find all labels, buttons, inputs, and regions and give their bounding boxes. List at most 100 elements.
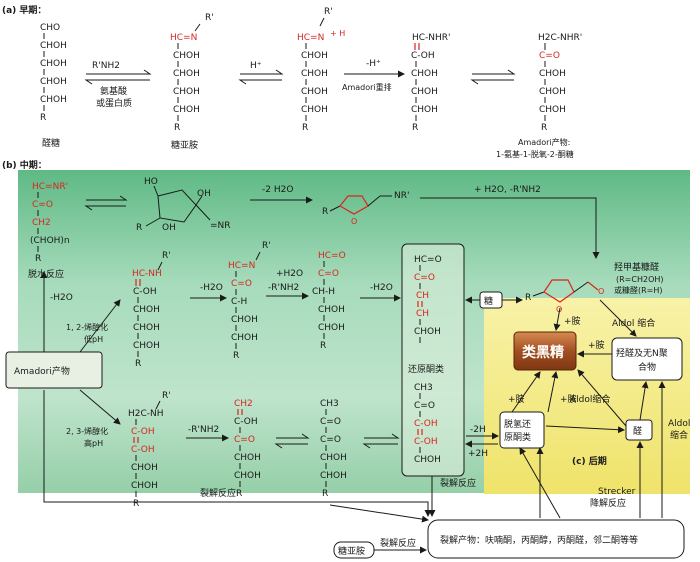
svg-text:C=O: C=O bbox=[320, 417, 341, 427]
amadori-product-structure: H2C-NHR' C=O CHOH CHOH CHOH R bbox=[538, 33, 582, 133]
cyclic-intermediate-structure: HO OH =NR OH R bbox=[136, 177, 231, 233]
svg-text:R: R bbox=[174, 123, 180, 133]
svg-text:R: R bbox=[135, 359, 141, 369]
aldose-structure: CHO CHOH CHOH CHOH CHOH R bbox=[40, 23, 67, 123]
svg-text:CHOH: CHOH bbox=[133, 305, 160, 315]
plus-amine-aldehyde: +胺 bbox=[560, 393, 577, 405]
svg-text:R': R' bbox=[162, 391, 171, 401]
svg-text:R: R bbox=[541, 123, 547, 133]
aldol-polymers-box bbox=[611, 337, 683, 381]
enolisation-12-label: 1, 2-烯醇化 bbox=[66, 322, 108, 332]
svg-text:原酮类: 原酮类 bbox=[504, 431, 531, 443]
svg-text:HO: HO bbox=[144, 177, 158, 187]
schiff-base-structure: HC=NR' C=O CH2 (CHOH)n R bbox=[30, 182, 70, 264]
svg-text:CHOH: CHOH bbox=[539, 69, 566, 79]
plus-amine-hmf: +胺 bbox=[564, 315, 581, 327]
svg-text:CHOH: CHOH bbox=[231, 333, 258, 343]
svg-text:R': R' bbox=[262, 241, 271, 251]
svg-text:OH: OH bbox=[162, 223, 176, 233]
svg-text:CHOH: CHOH bbox=[539, 87, 566, 97]
svg-text:H2C-NHR': H2C-NHR' bbox=[538, 33, 582, 43]
amadori-product-label-1: Amadori产物: bbox=[518, 137, 570, 147]
svg-text:CHOH: CHOH bbox=[318, 323, 345, 333]
svg-text:R: R bbox=[40, 113, 46, 123]
svg-text:HC=NR': HC=NR' bbox=[32, 182, 68, 192]
plus-2h-label: +2H bbox=[468, 449, 488, 459]
svg-text:醛: 醛 bbox=[633, 425, 642, 437]
svg-text:CH3: CH3 bbox=[414, 383, 433, 393]
svg-text:CHOH: CHOH bbox=[301, 69, 328, 79]
svg-text:R: R bbox=[35, 254, 41, 264]
methyl-dicarbonyl-structure: CH3 C=O C=O CHOH CHOH R bbox=[320, 399, 347, 499]
svg-text:CHOH: CHOH bbox=[411, 69, 438, 79]
amino-acid-note: 氨基酸 bbox=[100, 85, 127, 97]
dehydration-label: 脱水反应 bbox=[28, 268, 64, 280]
minus-amine-23: -R'NH2 bbox=[188, 425, 219, 435]
enolisation-23-label: 2, 3-烯醇化 bbox=[66, 426, 108, 436]
svg-text:糖: 糖 bbox=[484, 295, 493, 307]
late-stage-title: (c) 后期 bbox=[572, 455, 607, 467]
plus-amine-dehydro: +胺 bbox=[508, 393, 525, 405]
minus-2h2o-label: -2 H2O bbox=[262, 185, 293, 195]
reagent-amine: R'NH2 bbox=[92, 61, 120, 71]
svg-text:OH: OH bbox=[197, 189, 211, 199]
svg-text:C-OH: C-OH bbox=[131, 427, 155, 437]
svg-text:羟醛及无N聚: 羟醛及无N聚 bbox=[616, 347, 668, 359]
svg-text:CHOH: CHOH bbox=[173, 87, 200, 97]
minus-h2o-dehydration: -H2O bbox=[50, 293, 73, 303]
svg-text:O: O bbox=[556, 305, 562, 314]
svg-text:O: O bbox=[598, 287, 604, 296]
svg-text:CHO: CHO bbox=[40, 23, 60, 33]
amadori-product-box bbox=[5, 351, 103, 389]
svg-text:C-OH: C-OH bbox=[414, 437, 438, 447]
strecker-label-1: Strecker bbox=[598, 487, 636, 497]
svg-text:O: O bbox=[351, 217, 357, 226]
fission-label-mid: 裂解反应 bbox=[440, 477, 476, 489]
svg-text:R: R bbox=[133, 499, 139, 509]
svg-text:CHOH: CHOH bbox=[234, 453, 261, 463]
minus-amine-label: -R'NH2 bbox=[268, 283, 299, 293]
svg-text:CHOH: CHOH bbox=[40, 59, 67, 69]
svg-text:(CHOH)n: (CHOH)n bbox=[30, 236, 70, 246]
svg-text:HC=O: HC=O bbox=[318, 251, 346, 261]
panel-a-title: (a) 早期： bbox=[2, 4, 46, 16]
low-ph-label: 低pH bbox=[84, 334, 103, 344]
iminium-structure: R' HC=N + H CHOH CHOH CHOH CHOH R bbox=[297, 7, 345, 133]
svg-text:CHOH: CHOH bbox=[173, 69, 200, 79]
hmf-structure: R O O bbox=[525, 279, 604, 314]
strecker-label-2: 降解反应 bbox=[590, 497, 626, 509]
svg-text:R': R' bbox=[324, 7, 333, 17]
svg-text:CHOH: CHOH bbox=[133, 323, 160, 333]
svg-text:H2C-NH: H2C-NH bbox=[128, 409, 164, 419]
enaminol-12-structure: R' HC-NH C-OH CHOH CHOH CHOH R bbox=[132, 251, 171, 369]
deoxyosone-structure: HC=O C=O CH-H CHOH CHOH R bbox=[312, 251, 346, 351]
svg-text:脱氢还: 脱氢还 bbox=[504, 418, 531, 430]
melanoidins-label: 类黑精 bbox=[522, 344, 564, 361]
plus-h2o-label: +H2O bbox=[276, 269, 303, 279]
svg-text:HC-NHR': HC-NHR' bbox=[412, 33, 451, 43]
svg-text:CH-H: CH-H bbox=[312, 287, 335, 297]
svg-text:CHOH: CHOH bbox=[414, 455, 441, 465]
minus-2h-label: -2H bbox=[470, 425, 486, 435]
hmf-label-2: (R=CH2OH) bbox=[616, 275, 664, 284]
svg-text:C-OH: C-OH bbox=[133, 287, 157, 297]
svg-text:CHOH: CHOH bbox=[539, 105, 566, 115]
glycosylamine-label: 糖亚胺 bbox=[171, 139, 198, 151]
svg-text:=NR: =NR bbox=[210, 221, 231, 231]
minus-h2o-step2: -H2O bbox=[200, 283, 223, 293]
svg-text:CHOH: CHOH bbox=[131, 481, 158, 491]
svg-text:CH3: CH3 bbox=[320, 399, 339, 409]
fission-label-bottom: 裂解反应 bbox=[380, 537, 416, 549]
svg-text:CH: CH bbox=[416, 291, 429, 301]
svg-text:CHOH: CHOH bbox=[173, 105, 200, 115]
svg-text:糖亚胺: 糖亚胺 bbox=[338, 545, 365, 557]
svg-text:HC=N: HC=N bbox=[297, 33, 324, 43]
aldehyde-box bbox=[625, 419, 653, 441]
svg-text:R: R bbox=[412, 123, 418, 133]
svg-text:CHOH: CHOH bbox=[231, 315, 258, 325]
svg-text:R: R bbox=[525, 293, 531, 303]
svg-text:CHOH: CHOH bbox=[40, 41, 67, 51]
svg-text:CH: CH bbox=[416, 309, 429, 319]
svg-text:C=O: C=O bbox=[234, 435, 255, 445]
